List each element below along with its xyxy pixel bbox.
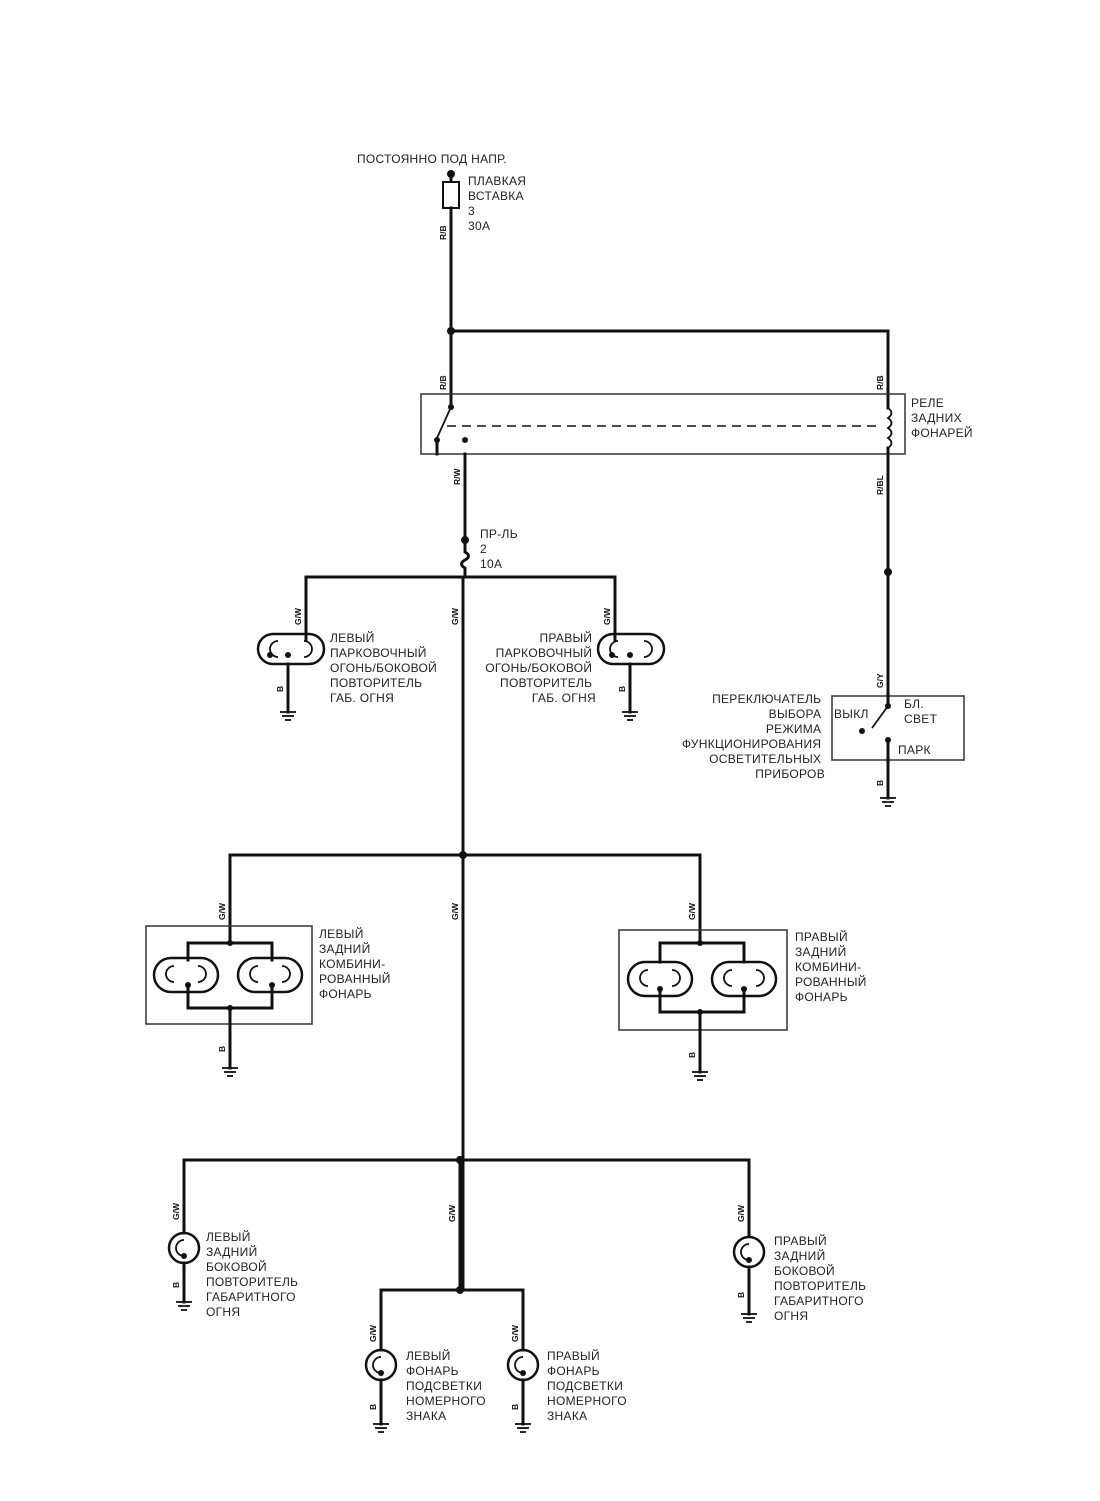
wire-label-gy: G/Y xyxy=(875,673,885,688)
rear-lamp-bus xyxy=(228,851,702,945)
right-license-plate-lamp xyxy=(506,1348,540,1433)
rear-left-side-marker xyxy=(167,1231,201,1311)
front-right-label: ПРАВЫЙ ПАРКОВОЧНЫЙ ОГОНЬ/БОКОВОЙ ПОВТОРИ… xyxy=(485,630,596,705)
fusible-link xyxy=(442,170,460,333)
switch-label: ПЕРЕКЛЮЧАТЕЛЬ ВЫБОРА РЕЖИМА ФУНКЦИОНИРОВ… xyxy=(682,692,825,781)
wire-label-b-plate-left: B xyxy=(368,1404,378,1410)
wire-label-gw-side-left: G/W xyxy=(171,1202,181,1220)
front-right-lamp xyxy=(596,632,666,721)
switch-pos-park: ПАРК xyxy=(898,743,931,757)
wire-label-b-rear-left: B xyxy=(217,1046,227,1052)
wire-label-b-side-right: B xyxy=(736,1292,746,1298)
wire-label-gw-front-right: G/W xyxy=(602,607,612,625)
wire-label-rb-coil: R/B xyxy=(875,375,885,390)
wire-label-gw-rear-left: G/W xyxy=(217,902,227,920)
wire-label-rbl: R/BL xyxy=(875,475,885,495)
wire-label-gw-side-right: G/W xyxy=(736,1204,746,1222)
front-left-lamp xyxy=(256,632,326,721)
plate-left-label: ЛЕВЫЙ ФОНАРЬ ПОДСВЕТКИ НОМЕРНОГО ЗНАКА xyxy=(406,1348,490,1423)
rear-right-combination-lamp xyxy=(618,929,788,1081)
wire-label-b-rear-right: B xyxy=(687,1052,697,1058)
rear-left-label: ЛЕВЫЙ ЗАДНИЙ КОМБИНИ- РОВАННЫЙ ФОНАРЬ xyxy=(319,926,394,1001)
wire-label-gw-plate-right: G/W xyxy=(510,1324,520,1342)
plate-right-label: ПРАВЫЙ ФОНАРЬ ПОДСВЕТКИ НОМЕРНОГО ЗНАКА xyxy=(547,1348,631,1423)
fusible-link-label: ПЛАВКАЯ ВСТАВКА 3 30А xyxy=(468,174,530,233)
wire-label-gw-front-left: G/W xyxy=(293,607,303,625)
rear-left-combination-lamp xyxy=(145,925,313,1077)
fuse-2 xyxy=(460,536,470,578)
wire-label-gw-plate-left: G/W xyxy=(368,1324,378,1342)
switch-pos-bl2: СВЕТ xyxy=(904,712,938,726)
side-right-label: ПРАВЫЙ ЗАДНИЙ БОКОВОЙ ПОВТОРИТЕЛЬ ГАБАРИ… xyxy=(774,1233,870,1323)
rear-lamp-relay xyxy=(420,393,906,455)
wire-label-b-plate-right: B xyxy=(510,1404,520,1410)
left-license-plate-lamp xyxy=(364,1348,398,1433)
license-plate-bus xyxy=(379,1158,525,1352)
wire-label-gw-main: G/W xyxy=(450,607,460,625)
wire-label-rb-relay: R/B xyxy=(438,375,448,390)
wire-label-b-front-left: B xyxy=(275,686,285,692)
front-lamp-bus xyxy=(304,575,617,1292)
relay-label: РЕЛЕ ЗАДНИХ ФОНАРЕЙ xyxy=(911,396,973,440)
wire-label-b-side-left: B xyxy=(171,1282,181,1288)
wire-label-b-front-right: B xyxy=(617,686,627,692)
rear-right-label: ПРАВЫЙ ЗАДНИЙ КОМБИНИ- РОВАННЫЙ ФОНАРЬ xyxy=(795,929,870,1004)
power-label: ПОСТОЯННО ПОД НАПР. xyxy=(357,152,507,166)
wire-label-gw-plate: G/W xyxy=(447,1204,457,1222)
wire-label-gw-center: G/W xyxy=(450,902,460,920)
front-left-label: ЛЕВЫЙ ПАРКОВОЧНЫЙ ОГОНЬ/БОКОВОЙ ПОВТОРИТ… xyxy=(330,630,441,705)
side-left-label: ЛЕВЫЙ ЗАДНИЙ БОКОВОЙ ПОВТОРИТЕЛЬ ГАБАРИТ… xyxy=(206,1229,302,1319)
switch-pos-off: ВЫКЛ xyxy=(834,707,869,721)
switch-pos-bl: БЛ. xyxy=(904,697,924,711)
wire-label-rw: R/W xyxy=(452,468,462,486)
side-marker-bus xyxy=(182,1156,751,1238)
relay-feed-wires xyxy=(447,327,890,410)
wire-label-gw-rear-right: G/W xyxy=(687,902,697,920)
fuse-label: ПР-ЛЬ 2 10А xyxy=(480,527,522,571)
lighting-switch xyxy=(831,678,965,807)
wire-label-b-switch: B xyxy=(875,780,885,786)
wire-label-rb-top: R/B xyxy=(438,225,448,240)
rear-right-side-marker xyxy=(732,1235,766,1323)
